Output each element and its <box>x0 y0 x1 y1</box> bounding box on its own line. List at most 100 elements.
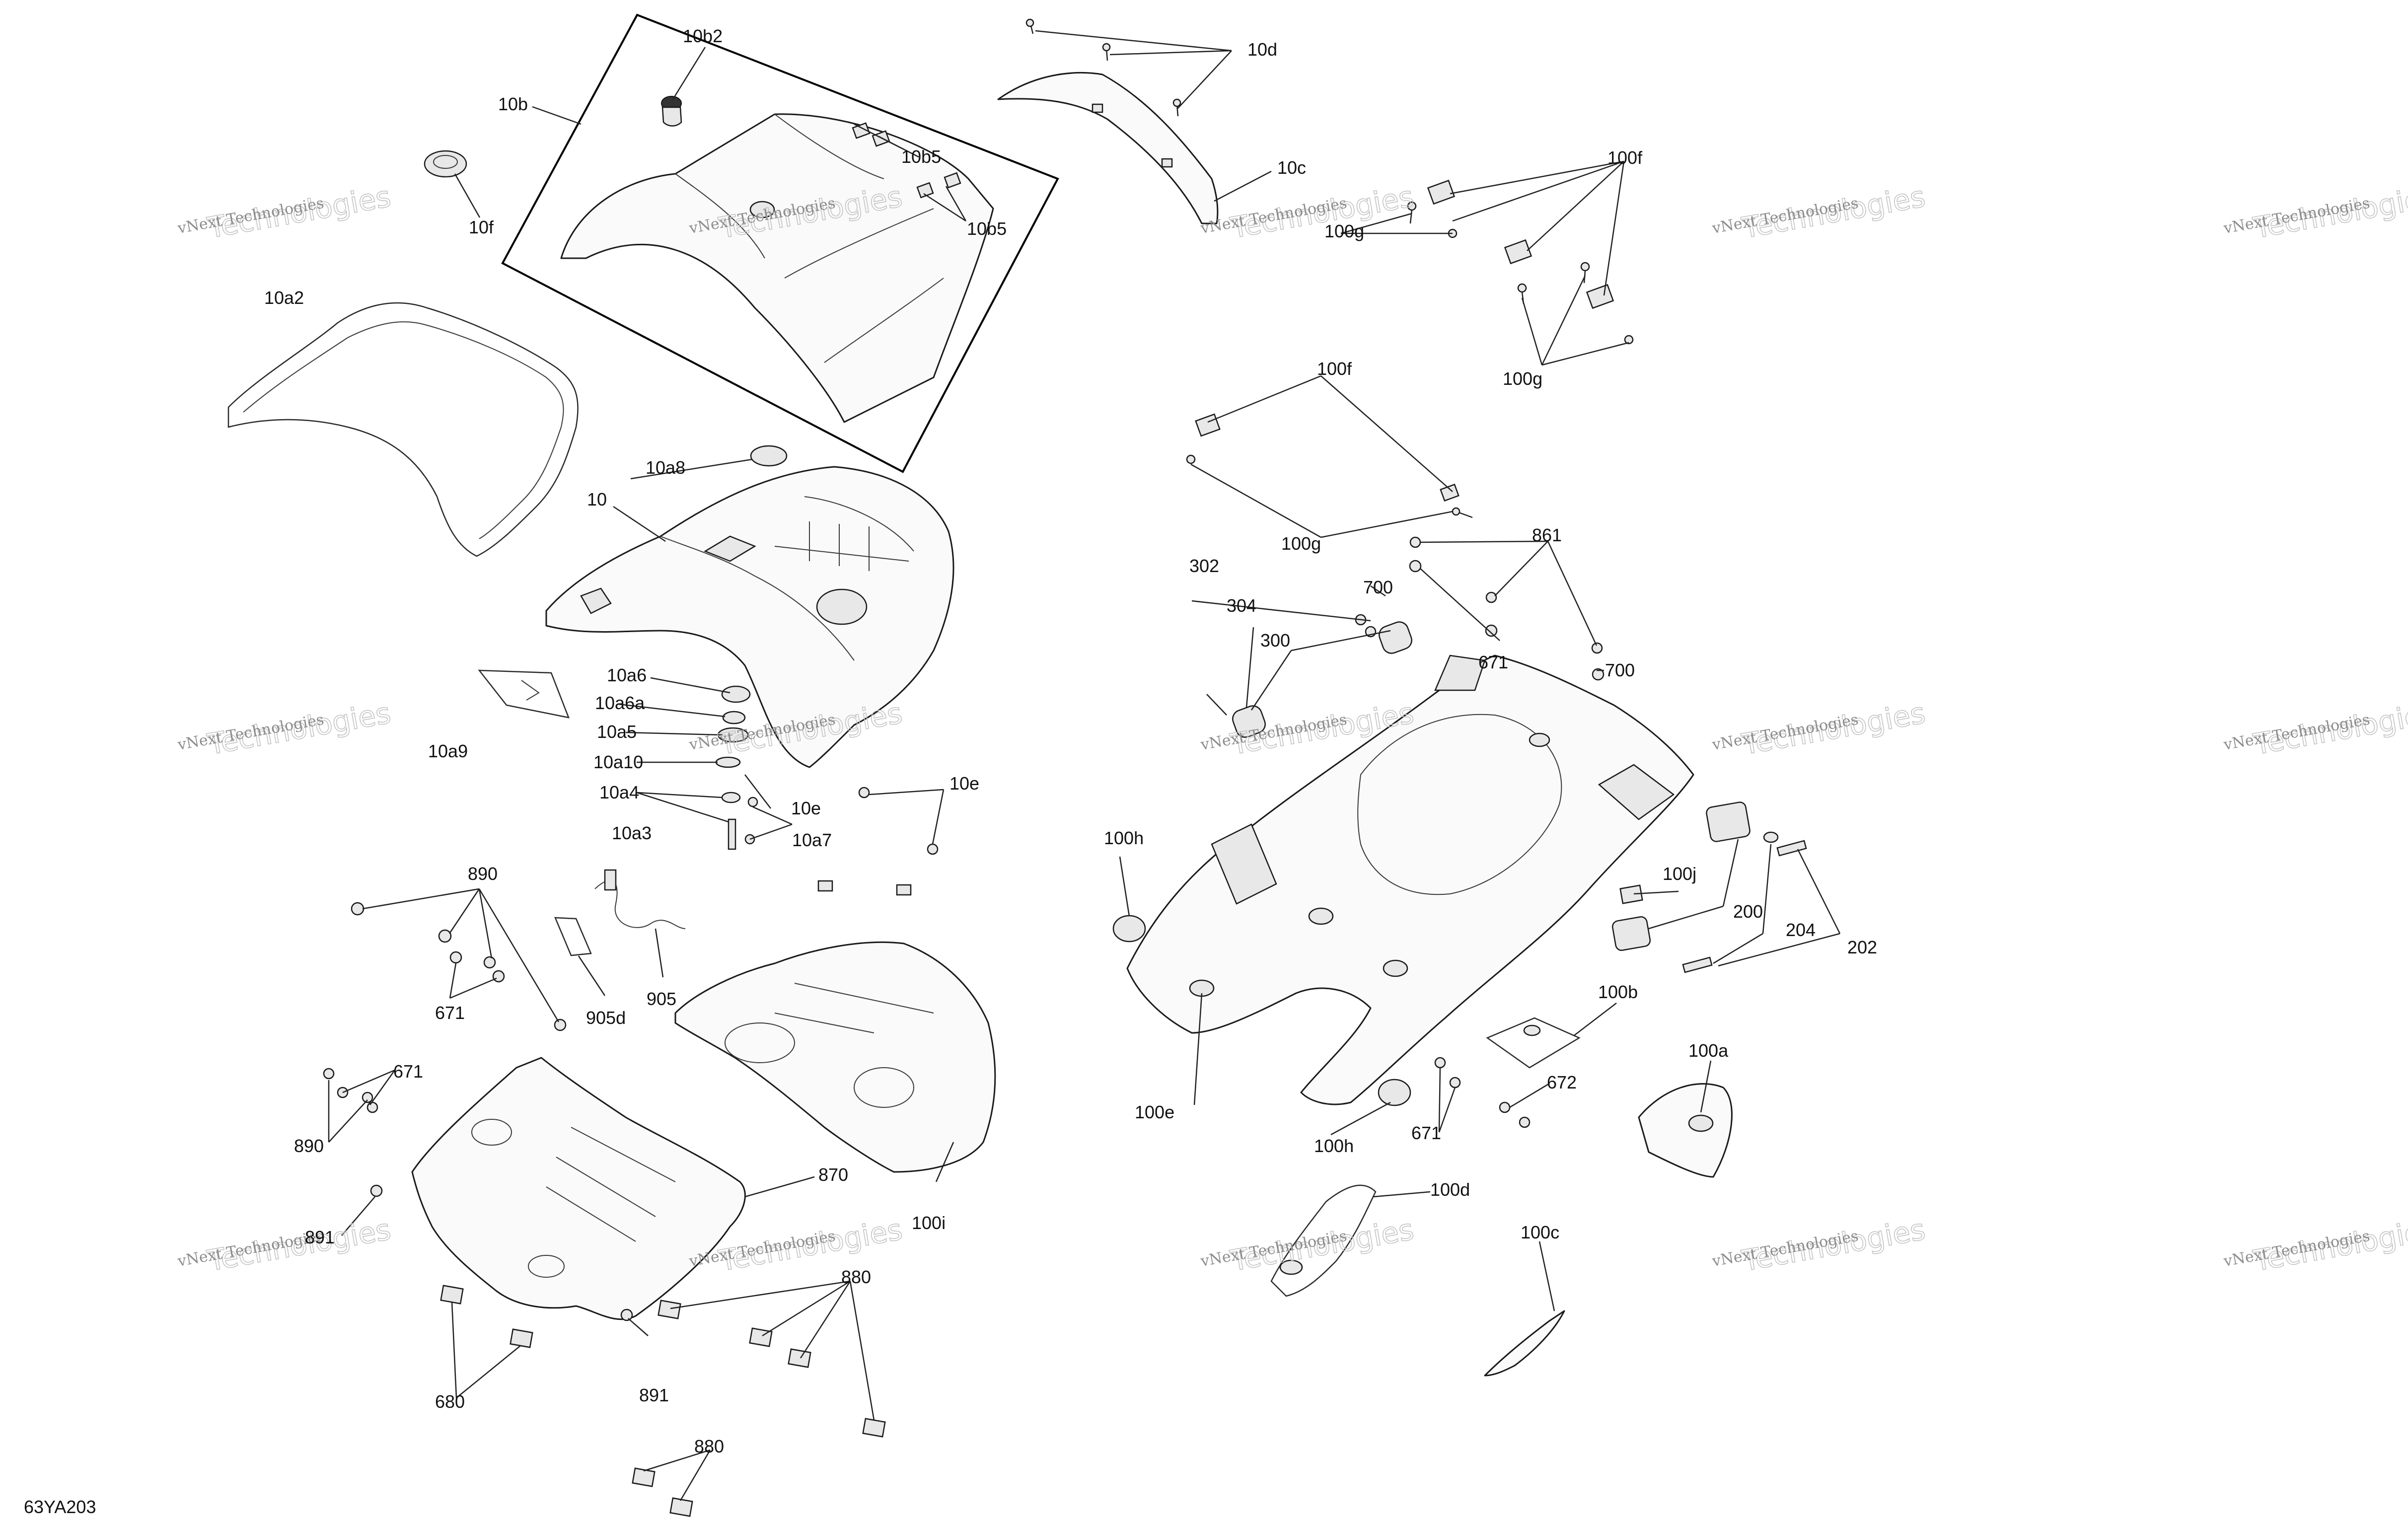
part-10b-cover <box>560 113 994 423</box>
callout-10b5-upper: 10b5 <box>901 146 941 167</box>
part-10e-screws <box>817 787 939 896</box>
callout-100b: 100b <box>1598 982 1638 1002</box>
callout-100f-top: 100f <box>1607 147 1643 168</box>
callout-202: 202 <box>1847 937 1877 957</box>
callout-100a: 100a <box>1688 1040 1729 1061</box>
callout-672: 672 <box>1547 1072 1577 1092</box>
part-shapes <box>227 13 1807 1517</box>
callout-880-upper: 880 <box>841 1267 871 1287</box>
callout-890-upper: 890 <box>468 864 498 884</box>
callout-204: 204 <box>1786 920 1816 940</box>
callout-671-right: 671 <box>1478 652 1508 672</box>
callout-100g-right: 100g <box>1503 368 1542 389</box>
callout-100g-top: 100g <box>1324 221 1364 241</box>
part-10a2-seal <box>227 302 579 557</box>
callout-891-upper: 891 <box>305 1227 335 1247</box>
part-10d-screws <box>1025 18 1181 117</box>
watermark-14: Technologies vNext Technologies <box>1710 1212 1928 1278</box>
watermark-11: Technologies vNext Technologies <box>176 1212 393 1278</box>
part-10-main-tray <box>545 466 954 768</box>
watermark-15: Technologies vNext Technologies <box>2222 1212 2408 1278</box>
watermark-10: Technologies vNext Technologies <box>2222 696 2408 762</box>
part-100f-clip-group-middle <box>1186 413 1473 518</box>
leader-lines <box>328 30 1841 1501</box>
part-905-harness <box>554 869 686 956</box>
part-861-700-fasteners <box>1409 536 1605 681</box>
callout-700-lower: 700 <box>1605 660 1635 680</box>
callout-10a7: 10a7 <box>792 830 832 850</box>
callout-891-lower: 891 <box>639 1385 669 1405</box>
subassembly-frame-10b <box>501 13 1059 473</box>
part-10b5-clips <box>852 122 961 199</box>
callout-870: 870 <box>818 1164 848 1185</box>
callout-100h-upper: 100h <box>1104 828 1144 848</box>
part-100c-deflector <box>1484 1310 1565 1377</box>
callout-10a6: 10a6 <box>607 665 647 685</box>
callout-10f: 10f <box>469 217 494 237</box>
callout-880-lower: 880 <box>694 1436 724 1456</box>
callout-10a9: 10a9 <box>428 741 468 761</box>
part-10a8-cap <box>750 445 788 467</box>
part-10b2-knob <box>661 96 682 127</box>
part-200-202-204-100j <box>1611 801 1807 973</box>
callout-100i: 100i <box>912 1213 946 1233</box>
callout-671-lower: 671 <box>1411 1123 1441 1143</box>
callout-10a5: 10a5 <box>597 722 637 742</box>
callout-700-upper: 700 <box>1363 577 1393 597</box>
callout-300: 300 <box>1260 630 1290 651</box>
callout-890-lower: 890 <box>294 1136 324 1156</box>
part-680-880-clip-nuts <box>370 1184 886 1517</box>
callout-304: 304 <box>1227 595 1256 616</box>
part-100d-panel <box>1270 1184 1377 1297</box>
callout-100j: 100j <box>1663 864 1696 884</box>
callout-100f-middle: 100f <box>1317 359 1352 379</box>
part-10f-grommet <box>424 150 467 178</box>
part-10c-strip <box>997 72 1219 224</box>
callout-10a2: 10a2 <box>264 288 304 308</box>
callout-10a4: 10a4 <box>599 782 639 802</box>
callout-671-left-lower: 671 <box>393 1061 423 1082</box>
diagram-reference-code: 63YA203 <box>24 1497 96 1517</box>
callout-10e-center: 10e <box>791 798 821 818</box>
callout-861: 861 <box>1532 525 1562 545</box>
part-672-671-fasteners <box>1434 1057 1531 1128</box>
watermark-6: Technologies vNext Technologies <box>176 696 393 762</box>
part-890-fasteners-upper <box>351 902 567 1031</box>
callout-680: 680 <box>435 1391 465 1412</box>
part-100a-bracket <box>1638 1083 1733 1178</box>
part-100i-tub <box>674 941 996 1173</box>
callout-100g-middle: 100g <box>1281 533 1321 554</box>
callout-10e-right: 10e <box>949 773 979 794</box>
watermark-5: Technologies vNext Technologies <box>2222 179 2408 245</box>
part-10a-latch-stack <box>715 685 758 850</box>
callout-10a3: 10a3 <box>612 823 652 843</box>
callout-10a8: 10a8 <box>646 457 685 478</box>
callout-100c: 100c <box>1521 1222 1559 1242</box>
callout-100h-lower: 100h <box>1314 1136 1354 1156</box>
callout-100d: 100d <box>1430 1179 1470 1200</box>
callout-905: 905 <box>647 989 676 1009</box>
callout-10b2: 10b2 <box>683 26 723 46</box>
callout-905d: 905d <box>586 1008 626 1028</box>
part-100h-bumpers <box>1112 915 1411 1106</box>
callout-10b: 10b <box>498 94 528 114</box>
part-100b-bracket <box>1486 1017 1581 1069</box>
callout-10b5-lower: 10b5 <box>967 218 1007 239</box>
watermark-4: Technologies vNext Technologies <box>1710 179 1928 245</box>
part-10a9-plate <box>478 669 570 719</box>
callout-200: 200 <box>1733 901 1763 922</box>
callout-labels: 10b2 10b 10b5 10b5 10d 10c 10f 100f 100g… <box>264 26 1877 1456</box>
callout-302: 302 <box>1189 556 1219 576</box>
callout-100e: 100e <box>1135 1102 1174 1122</box>
part-100f-clip-group-top <box>1407 179 1634 345</box>
callout-10c: 10c <box>1277 157 1306 178</box>
callout-10: 10 <box>587 489 607 509</box>
callout-10a10: 10a10 <box>593 752 643 772</box>
callout-671-left-upper: 671 <box>435 1003 465 1023</box>
watermark-1: Technologies vNext Technologies <box>176 179 393 245</box>
watermark-9: Technologies vNext Technologies <box>1710 696 1928 762</box>
callout-10d: 10d <box>1247 39 1277 60</box>
part-870-base-pan <box>411 1057 746 1320</box>
